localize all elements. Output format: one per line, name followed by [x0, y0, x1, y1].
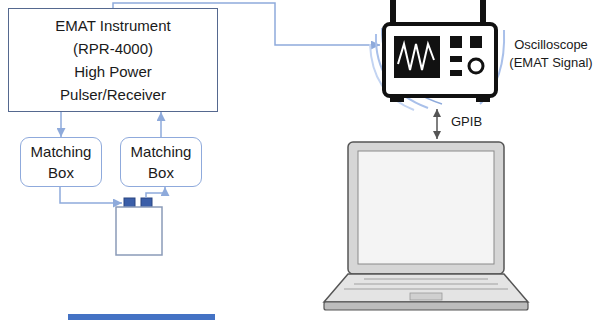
matching-box: Matching Box	[120, 137, 202, 187]
box-text: High Power Pulser/Receiver	[49, 60, 177, 106]
signal-connector	[160, 112, 162, 137]
signal-connector	[60, 112, 62, 137]
bus-label: GPIB	[451, 114, 482, 129]
signal-wire	[60, 185, 122, 203]
instrument-box: EMAT Instrument (RPR-4000)High Power Pul…	[8, 8, 218, 112]
matching-box: Matching Box	[20, 137, 102, 187]
device-label: Oscilloscope (EMAT Signal)	[508, 36, 594, 72]
laptop	[324, 142, 528, 310]
gpib-link	[436, 109, 438, 139]
box-text: Matching Box	[25, 141, 97, 183]
oscilloscope-drawing	[380, 0, 500, 108]
oscilloscope-icon: Oscilloscope (EMAT Signal)	[380, 0, 500, 108]
box-text: Matching Box	[125, 141, 197, 183]
transducer	[116, 198, 162, 255]
specimen-plate	[68, 314, 215, 320]
box-text: EMAT Instrument (RPR-4000)	[49, 14, 177, 60]
signal-wire	[146, 187, 165, 198]
